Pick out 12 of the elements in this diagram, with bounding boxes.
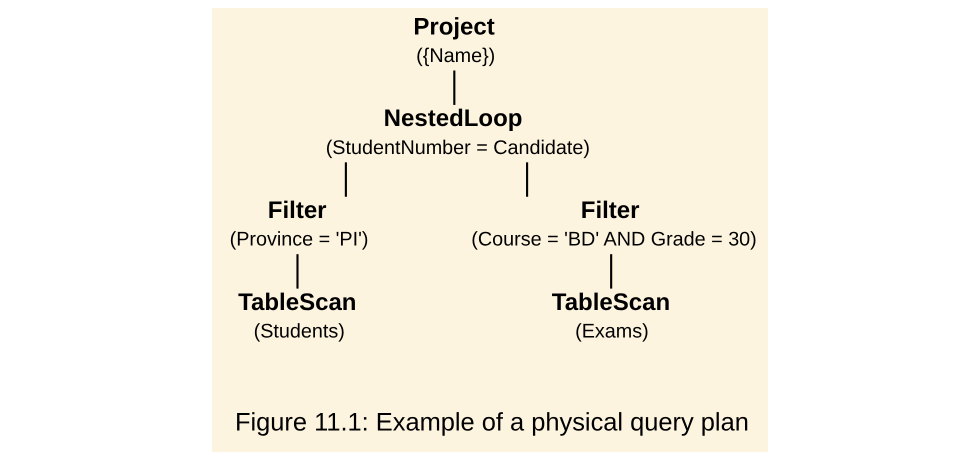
node-text: NestedLoop (StudentNumber = Candidate) (325, 105, 590, 159)
connector (610, 254, 612, 289)
node-text: TableScan (Students) (238, 288, 356, 343)
node-text: TableScan (Exams) (551, 288, 670, 343)
node-text: Filter (Province = 'PI') (229, 196, 368, 251)
node-text: Project ({Name}) (412, 13, 495, 67)
caption: Figure 11.1: Example of a physical query plan (234, 408, 748, 436)
connector (452, 70, 455, 105)
node-text: Filter (Course = 'BD' AND Grade = 30) (470, 196, 756, 251)
connector (344, 162, 346, 197)
connector (526, 162, 528, 197)
connector (296, 254, 298, 289)
